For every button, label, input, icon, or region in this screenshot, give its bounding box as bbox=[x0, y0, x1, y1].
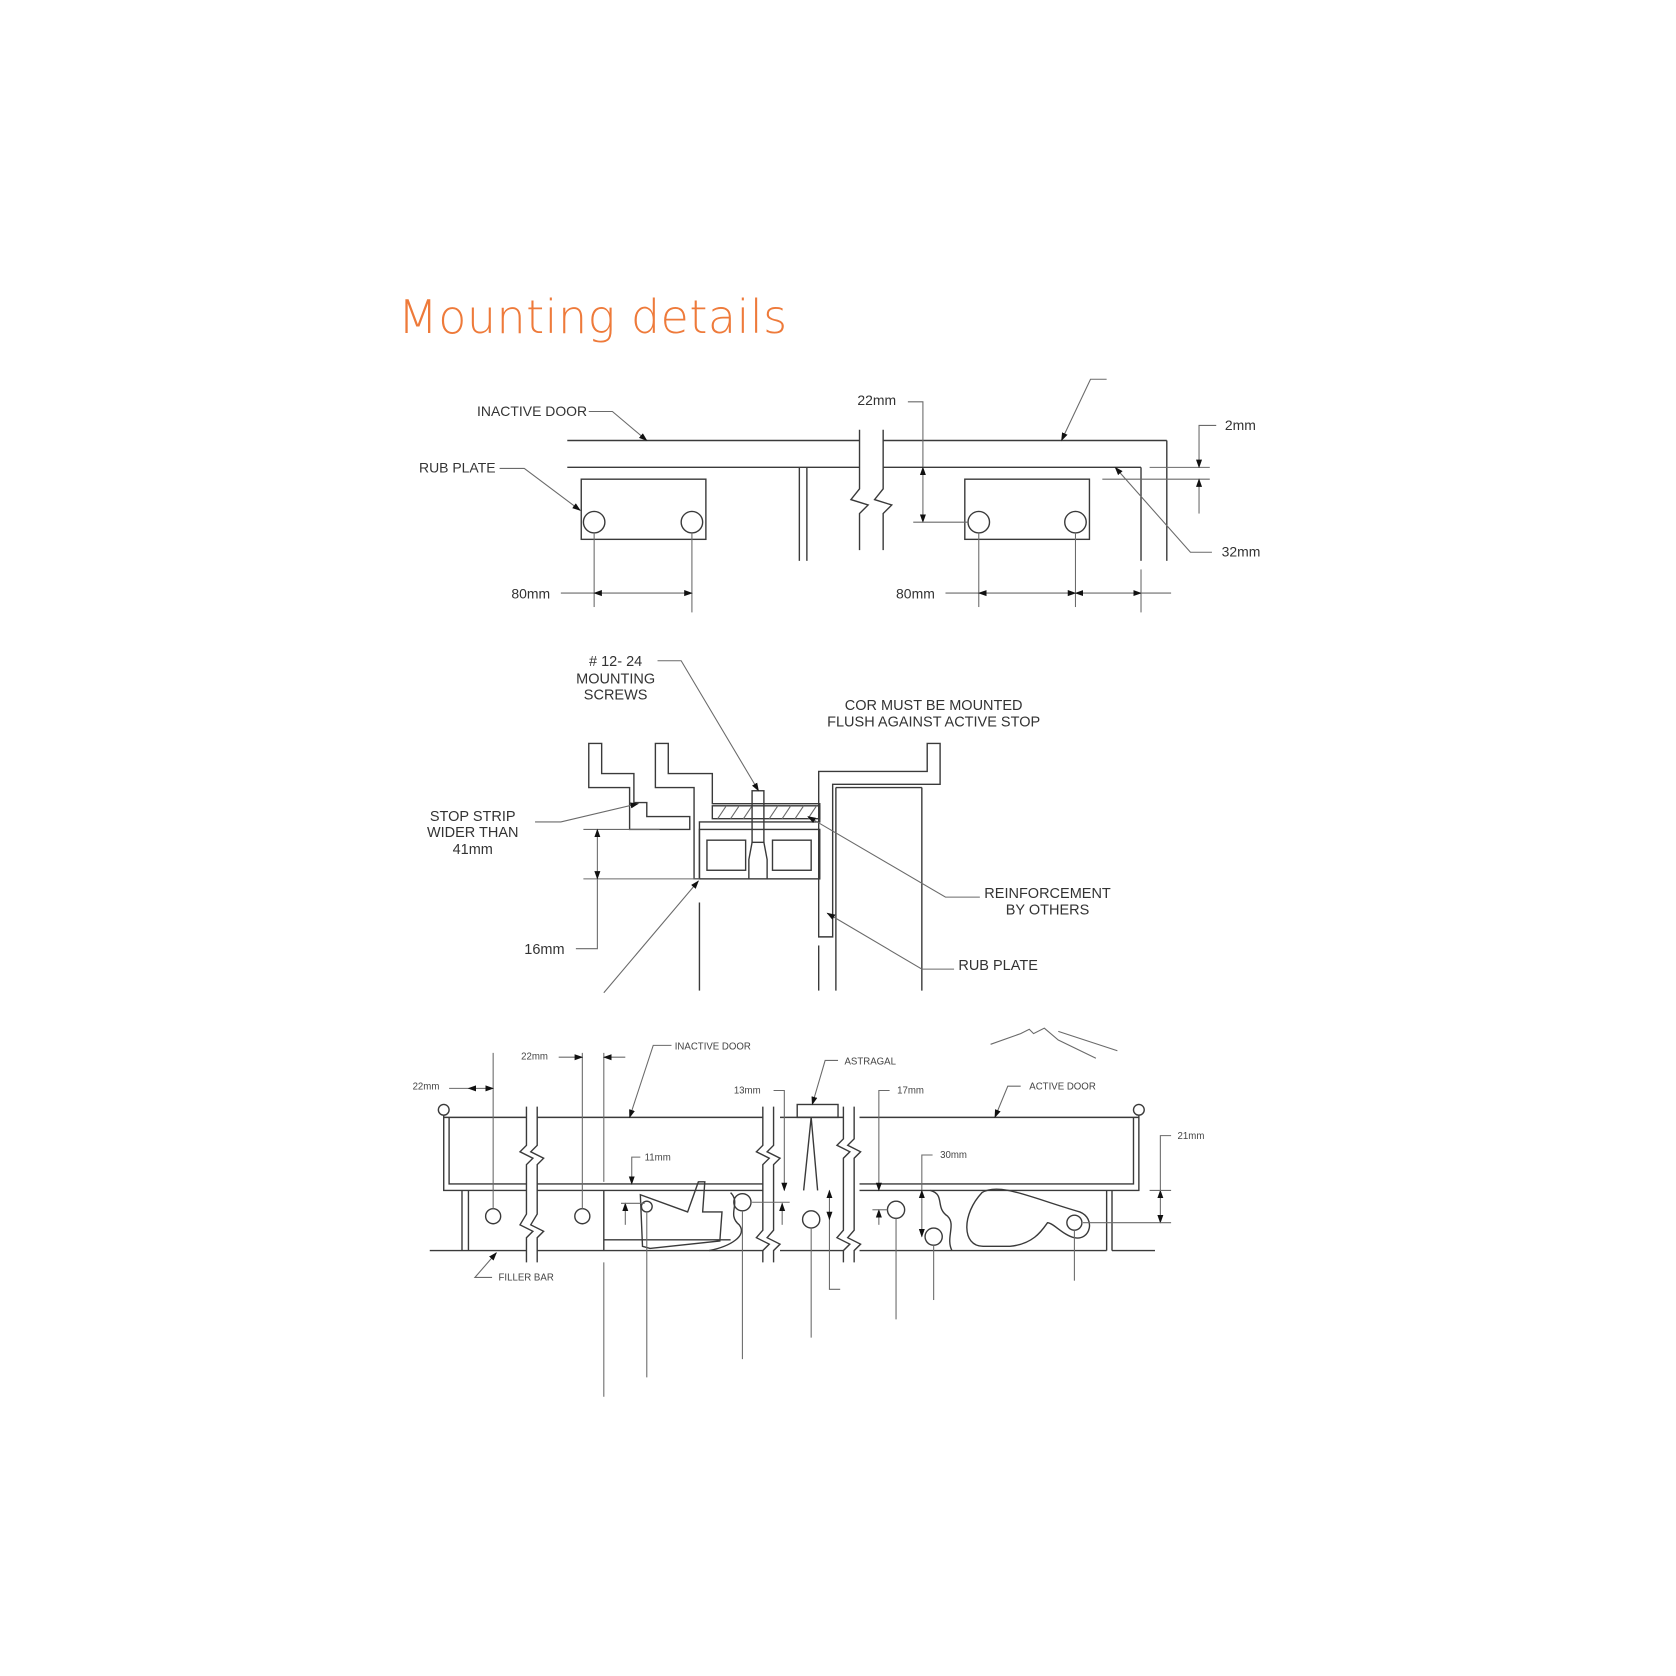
dim-21mm: 21mm bbox=[1178, 1131, 1205, 1142]
label-cor-1: COR MUST BE MOUNTED bbox=[845, 698, 1023, 714]
dim-2mm: 2mm bbox=[1225, 417, 1256, 433]
label-stop-2: WIDER THAN bbox=[427, 825, 519, 841]
hinge-pin-icon bbox=[437, 1103, 450, 1116]
dim-30mm: 30mm bbox=[940, 1150, 967, 1161]
hinge-pin-icon bbox=[1132, 1103, 1145, 1116]
dim-80mm-right: 80mm bbox=[896, 585, 935, 601]
label-reinforcement-2: BY OTHERS bbox=[1006, 902, 1090, 918]
detail-top-rub-plate-layout bbox=[499, 378, 1217, 613]
dim-22mm: 22mm bbox=[857, 392, 896, 408]
label-reinforcement-1: REINFORCEMENT bbox=[984, 886, 1111, 902]
rub-plate-right bbox=[964, 478, 1091, 541]
label-screws-1: # 12- 24 bbox=[589, 654, 642, 670]
label-inactive-door-bottom: INACTIVE DOOR bbox=[675, 1042, 751, 1053]
dim-32mm: 32mm bbox=[1222, 544, 1261, 560]
label-stop-1: STOP STRIP bbox=[430, 809, 516, 825]
page-title: Mounting details bbox=[398, 290, 788, 344]
astragal bbox=[796, 1103, 839, 1119]
screw-hole-icon bbox=[967, 510, 991, 534]
screw-hole-icon bbox=[680, 510, 704, 534]
dim-16mm: 16mm bbox=[524, 942, 564, 958]
label-rub-plate-middle: RUB PLATE bbox=[958, 958, 1038, 974]
label-cor-2: FLUSH AGAINST ACTIVE STOP bbox=[827, 714, 1040, 730]
dim-17mm: 17mm bbox=[897, 1086, 924, 1097]
dim-22mm-mid: 22mm bbox=[521, 1051, 548, 1062]
label-active-door: ACTIVE DOOR bbox=[1029, 1081, 1096, 1092]
label-astragal: ASTRAGAL bbox=[844, 1057, 896, 1068]
dim-11mm: 11mm bbox=[645, 1152, 671, 1163]
detail-middle-section bbox=[535, 660, 980, 994]
label-screws-2: MOUNTING bbox=[576, 671, 655, 687]
dim-22mm-left: 22mm bbox=[413, 1081, 440, 1092]
detail-bottom-plan bbox=[429, 1027, 1172, 1397]
label-screws-3: SCREWS bbox=[584, 687, 648, 703]
label-rub-plate: RUB PLATE bbox=[419, 460, 496, 476]
label-stop-3: 41mm bbox=[453, 842, 493, 858]
dim-13mm: 13mm bbox=[734, 1086, 761, 1097]
screw-hole-icon bbox=[1064, 510, 1087, 534]
dim-80mm-left: 80mm bbox=[511, 585, 550, 601]
rub-plate-left bbox=[580, 478, 707, 541]
label-inactive-door: INACTIVE DOOR bbox=[477, 403, 587, 419]
screw-hole-icon bbox=[582, 510, 606, 534]
label-filler-bar: FILLER BAR bbox=[499, 1273, 554, 1284]
